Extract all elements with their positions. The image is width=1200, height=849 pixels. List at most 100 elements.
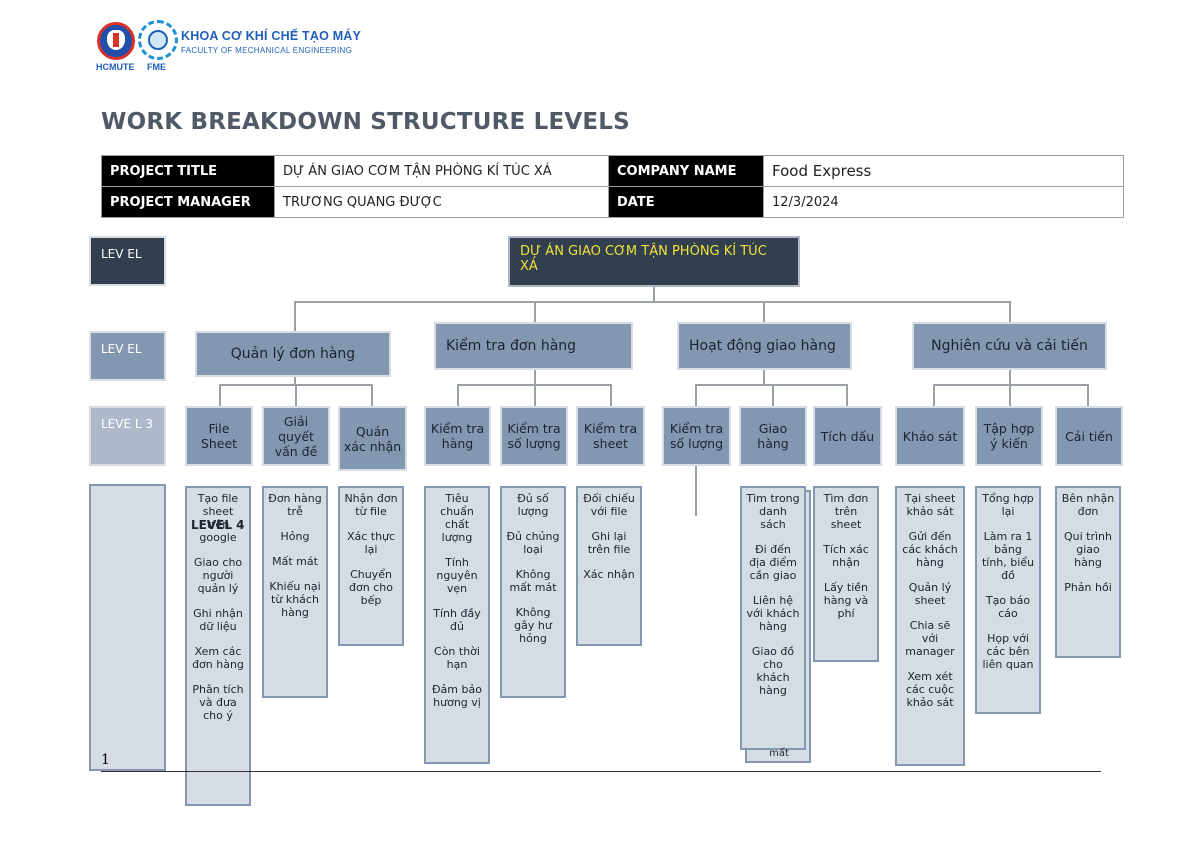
wbs-l4-item: Nhận đơn từ file [344,492,398,518]
wbs-l4-item: Đủ số lượng [517,492,549,518]
wbs-l3-node: Giải quyết vấn đề [262,406,330,466]
project-title-value: DỰ ÁN GIAO CƠM TẬN PHÒNG KÍ TÚC XÁ [274,155,609,187]
level2-bus [294,301,1011,303]
wbs-l4-list: Đủ số lượng Đủ chủng loại Không mất mát … [500,486,566,698]
fme-label: FME [147,62,166,72]
wbs-l4-item: mất [769,748,789,759]
wbs-l4-item: Xác nhận [583,568,635,581]
wbs-l4-item: Họp với các bên liên quan [982,632,1034,671]
wbs-l4-item: Giao đồ cho khách hàng [751,645,795,697]
wbs-l4-item: Tính nguyên vẹn [436,556,478,595]
level-3-tag: LEVE L 3 [89,406,166,466]
company-name-value: Food Express [763,155,1124,187]
faculty-name-en: FACULTY OF MECHANICAL ENGINEERING [181,46,353,55]
wbs-l3-node: Kiểm tra số lượng [500,406,568,466]
wbs-l4-item: Đảm bảo hương vị [432,683,482,709]
wbs-l4-item: Ghi nhận dữ liệu [193,607,243,633]
wbs-l3-node: Cải tiến [1055,406,1123,466]
wbs-l4-list: Tìm đơn trên sheet Tích xác nhận Lấy tiề… [813,486,879,662]
wbs-l4-item: Phân tích và đưa cho ý [192,683,244,722]
wbs-l4-item: Đi đến địa điểm cần giao [749,543,797,582]
wbs-l2-delivery: Hoạt động giao hàng [677,322,852,370]
wbs-l4-list: Tạo file sheet trên google Giao cho ngườ… [185,486,251,806]
wbs-l2-research: Nghiên cứu và cải tiến [912,322,1107,370]
wbs-l4-item: Qui trình giao hàng [1063,530,1113,569]
wbs-l3-node: Kiểm tra hàng [424,406,491,466]
wbs-l4-item: Tiêu chuẩn chất lượng [440,492,474,544]
wbs-l4-item: Đối chiếu với file [583,492,635,518]
connector [695,466,697,516]
wbs-l4-item: Chia sẽ với manager [905,619,955,658]
wbs-l4-item: Còn thời hạn [434,645,480,671]
wbs-l4-item: Giao cho người quản lý [193,556,243,595]
connector [534,301,536,323]
connector [695,384,697,407]
project-manager-label: PROJECT MANAGER [101,186,275,218]
wbs-l4-list: Tiêu chuẩn chất lượng Tính nguyên vẹn Tí… [424,486,490,764]
page-number: 1 [101,752,110,768]
connector [1087,384,1089,407]
project-info-table: PROJECT TITLE DỰ ÁN GIAO CƠM TẬN PHÒNG K… [101,155,1124,218]
wbs-l4-item: Không mất mát [509,568,557,594]
wbs-l3-node: Kiểm tra số lượng [662,406,731,466]
wbs-l4-item: Xác thực lại [346,530,396,556]
wbs-l4-item: Khiếu nại từ khách hàng [269,580,321,619]
connector [763,370,765,385]
connector [534,370,536,385]
level3-bus-3 [695,384,848,386]
footer-rule [101,771,1101,772]
wbs-l4-item: Liên hệ với khách hàng [746,594,800,633]
connector [219,384,221,407]
connector [1009,370,1011,385]
wbs-l4-item: Không gây hư hỏng [514,606,552,645]
wbs-l4-item: Xem xét các cuộc khảo sát [905,670,955,709]
connector [294,301,296,331]
wbs-l4-item: Chuyển đơn cho bếp [349,568,393,607]
wbs-l4-item: Ghi lại trên file [587,530,631,556]
connector [295,384,297,407]
project-title-label: PROJECT TITLE [101,155,275,187]
wbs-l3-node: Kiểm tra sheet [576,406,645,466]
wbs-l4-item: Đơn hàng trễ [268,492,322,518]
level-4-label: LEVEL 4 [191,518,245,532]
connector [534,384,536,407]
wbs-l3-node: Quán xác nhận [338,406,407,471]
connector [763,301,765,323]
wbs-l4-item: Quản lý sheet [908,581,952,607]
wbs-l4-item: Tìm trong danh sách [746,492,800,531]
wbs-l4-list: Tổng hợp lại Làm ra 1 bảng tính, biểu đồ… [975,486,1041,714]
level3-bus-4 [933,384,1089,386]
hcmute-label: HCMUTE [96,62,135,72]
wbs-l4-item: Tích xác nhận [823,543,869,569]
company-name-label: COMPANY NAME [608,155,764,187]
level-2-tag: LEV EL [89,331,166,381]
connector [772,384,774,407]
wbs-l4-item: Tìm đơn trên sheet [823,492,869,531]
wbs-l2-order-check: Kiểm tra đơn hàng [434,322,633,370]
wbs-l3-node: Tích dấu [813,406,882,466]
connector [846,384,848,407]
wbs-l4-item: Làm ra 1 bảng tính, biểu đồ [981,530,1035,582]
connector [1009,384,1011,407]
wbs-l4-item: Xem các đơn hàng [192,645,244,671]
wbs-l4-list: Tại sheet khảo sát Gửi đến các khách hàn… [895,486,965,766]
wbs-l4-item: Đủ chủng loại [506,530,560,556]
wbs-l3-node: File Sheet [185,406,253,466]
connector [294,375,296,385]
wbs-l4-item: Gửi đến các khách hàng [902,530,958,569]
date-value: 12/3/2024 [763,186,1124,218]
wbs-l4-list: Đơn hàng trễ Hỏng Mất mát Khiếu nại từ k… [262,486,328,698]
wbs-root-node: DỰ ÁN GIAO CƠM TẬN PHÒNG KÍ TÚC XÁ [508,236,800,287]
project-manager-value: TRƯƠNG QUANG ĐƯỢC [274,186,609,218]
wbs-l4-item: Tại sheet khảo sát [904,492,956,518]
wbs-l3-node: Khảo sát [895,406,965,466]
wbs-l4-list: Nhận đơn từ file Xác thực lại Chuyển đơn… [338,486,404,646]
wbs-l4-list: Tìm trong danh sách Đi đến địa điểm cần … [740,486,806,750]
root-connector [653,286,655,302]
connector [610,384,612,407]
date-label: DATE [608,186,764,218]
wbs-l4-item: Hỏng [280,530,310,543]
level-4-tag [89,484,166,771]
wbs-l3-node: Tập hợp ý kiến [975,406,1043,466]
wbs-l4-item: Tính đầy đủ [433,607,481,633]
